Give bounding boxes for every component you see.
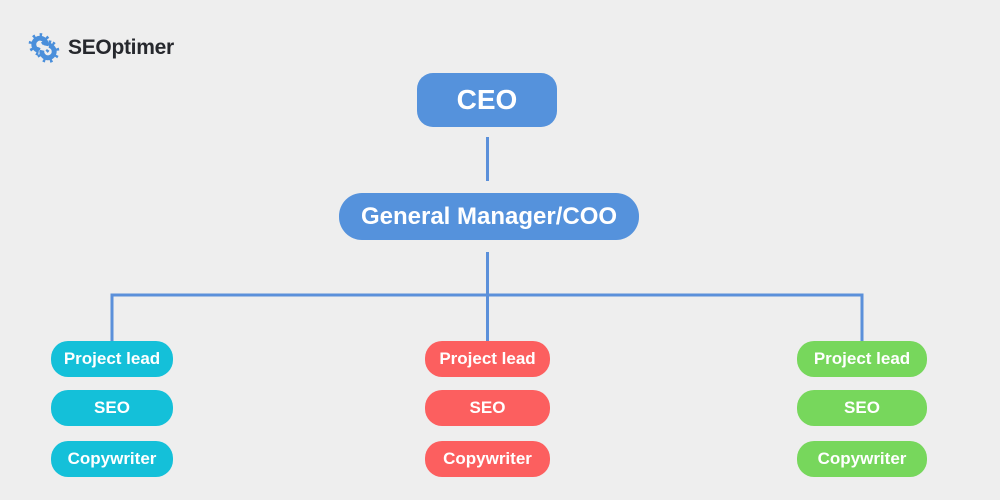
connector-gm-to-side-teams (110, 293, 864, 341)
org-node-team1-copywriter: Copywriter (51, 441, 173, 477)
org-node-team2-project-lead: Project lead (425, 341, 550, 377)
org-node-team3-seo: SEO (797, 390, 927, 426)
org-node-ceo: CEO (417, 73, 557, 127)
brand-name: SEOptimer (68, 36, 174, 59)
org-node-team2-copywriter: Copywriter (425, 441, 550, 477)
seoptimer-gear-icon (28, 33, 60, 63)
brand-logo: SEOptimer (28, 31, 174, 65)
org-node-general-manager: General Manager/COO (339, 193, 639, 240)
org-node-team2-seo: SEO (425, 390, 550, 426)
org-node-team1-project-lead: Project lead (51, 341, 173, 377)
org-node-team3-copywriter: Copywriter (797, 441, 927, 477)
org-node-team1-seo: SEO (51, 390, 173, 426)
org-node-team3-project-lead: Project lead (797, 341, 927, 377)
